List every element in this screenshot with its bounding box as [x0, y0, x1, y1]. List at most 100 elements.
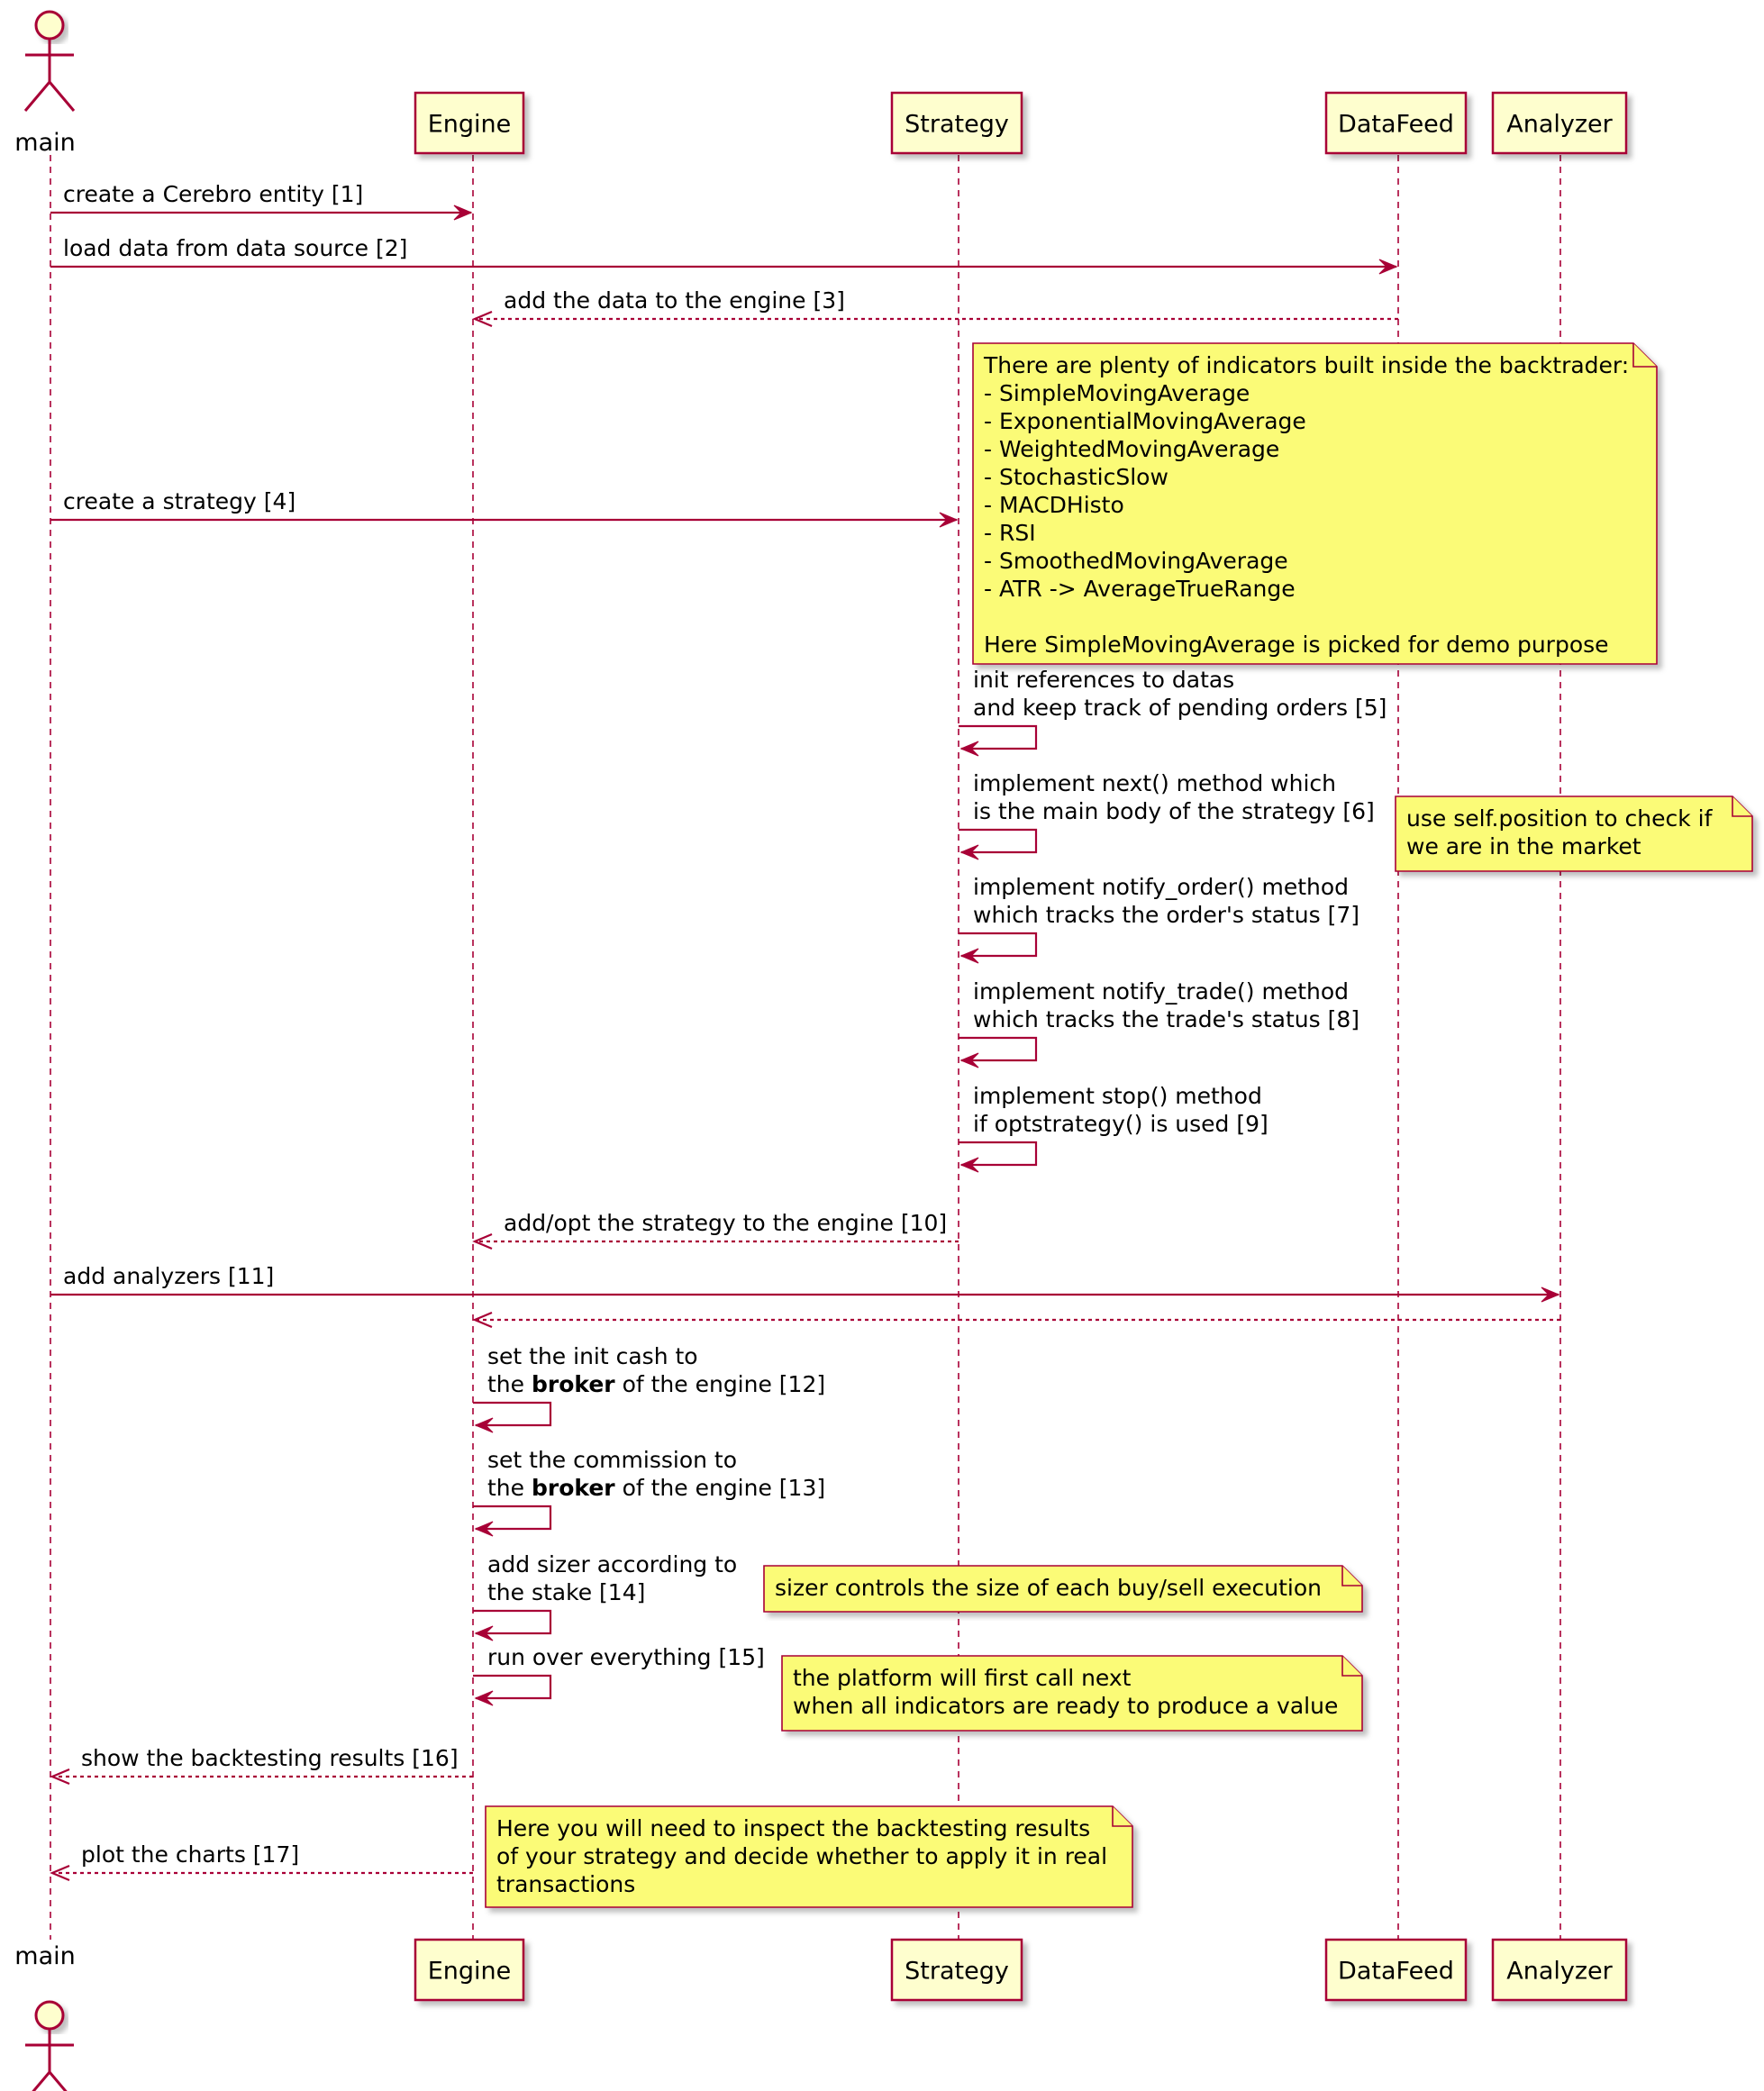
message-4: create a strategy [4]	[50, 488, 959, 528]
note-2-line: we are in the market	[1406, 833, 1641, 859]
note-5-fold	[1112, 1806, 1132, 1827]
message-5-label: init references to datas	[973, 667, 1234, 693]
message-14-arrow	[473, 1505, 552, 1531]
participant-engine-top: Engine	[414, 91, 525, 155]
note-1-line: - SimpleMovingAverage	[984, 380, 1250, 406]
note-3-fold	[1341, 1566, 1362, 1586]
message-6-arrow	[959, 828, 1038, 854]
note-5-body	[485, 1805, 1133, 1908]
message-10: add/opt the strategy to the engine [10]	[472, 1210, 959, 1250]
message-2-label: load data from data source [2]	[63, 235, 407, 261]
message-8-label: implement notify_trade() method	[973, 978, 1349, 1005]
participant-datafeed-bottom-box	[1324, 1938, 1468, 2002]
note-1-body	[972, 342, 1658, 665]
note-1: There are plenty of indicators built ins…	[972, 342, 1658, 665]
note-1-line: Here SimpleMovingAverage is picked for d…	[984, 632, 1609, 658]
message-18-label: plot the charts [17]	[81, 1841, 299, 1868]
participant-strategy-top-box	[890, 91, 1023, 155]
participant-strategy-bottom-label: Strategy	[905, 1958, 1009, 1986]
message-5-label: and keep track of pending orders [5]	[973, 695, 1387, 721]
note-5-line: Here you will need to inspect the backte…	[496, 1815, 1090, 1841]
note-5-line: of your strategy and decide whether to a…	[496, 1843, 1107, 1869]
message-3-label: add the data to the engine [3]	[504, 287, 845, 314]
note-2-fold	[1732, 796, 1752, 817]
message-10-label: add/opt the strategy to the engine [10]	[504, 1210, 947, 1236]
note-4-line: when all indicators are ready to produce…	[793, 1693, 1338, 1719]
actor-main-top-figure	[23, 10, 76, 112]
message-14-label: set the commission to	[487, 1447, 737, 1473]
note-3: sizer controls the size of each buy/sell…	[763, 1565, 1363, 1613]
message-16: run over everything [15]	[473, 1644, 765, 1706]
message-14-label: the broker of the engine [13]	[487, 1475, 825, 1501]
note-1-line: - WeightedMovingAverage	[984, 436, 1279, 462]
note-3-body	[763, 1565, 1363, 1613]
message-12	[472, 1311, 1560, 1329]
message-15-arrow	[473, 1609, 552, 1635]
participant-strategy-bottom-box	[890, 1938, 1023, 2002]
participant-engine-bottom: Engine	[414, 1938, 525, 2002]
participant-strategy-top-label: Strategy	[905, 111, 1009, 139]
participant-engine-bottom-label: Engine	[428, 1958, 512, 1986]
actor-main-bottom-label: main	[14, 1942, 75, 1970]
message-7-label: implement notify_order() method	[973, 874, 1349, 900]
participant-analyzer-bottom-label: Analyzer	[1506, 1958, 1613, 1986]
message-17: show the backtesting results [16]	[50, 1745, 473, 1786]
message-7-arrow	[959, 932, 1038, 958]
note-1-line: - RSI	[984, 520, 1036, 546]
participant-datafeed-top-box	[1324, 91, 1468, 155]
message-15-label: add sizer according to	[487, 1551, 737, 1577]
message-11-label: add analyzers [11]	[63, 1263, 274, 1289]
note-1-line: There are plenty of indicators built ins…	[983, 352, 1629, 378]
participant-engine-top-label: Engine	[428, 111, 512, 139]
note-5-line: transactions	[496, 1871, 635, 1897]
note-1-line: - MACDHisto	[984, 492, 1124, 518]
note-1-fold	[1632, 343, 1657, 368]
message-7-label: which tracks the order's status [7]	[973, 902, 1359, 928]
participant-analyzer-top-label: Analyzer	[1506, 111, 1613, 139]
note-4-fold	[1341, 1656, 1362, 1677]
participant-analyzer-bottom-box	[1491, 1938, 1628, 2002]
note-4-body	[781, 1655, 1363, 1732]
message-9-label: if optstrategy() is used [9]	[973, 1111, 1268, 1137]
participant-strategy-top: Strategy	[890, 91, 1023, 155]
message-1: create a Cerebro entity [1]	[50, 181, 473, 221]
message-11: add analyzers [11]	[50, 1263, 1560, 1303]
actor-main-top-label: main	[14, 129, 75, 157]
message-6-label: is the main body of the strategy [6]	[973, 798, 1375, 824]
participant-datafeed-bottom-label: DataFeed	[1338, 1958, 1454, 1986]
message-5-arrow	[959, 724, 1038, 750]
message-1-label: create a Cerebro entity [1]	[63, 181, 363, 207]
message-3: add the data to the engine [3]	[472, 287, 1398, 328]
note-3-line: sizer controls the size of each buy/sell…	[775, 1575, 1322, 1601]
message-13-label: the broker of the engine [12]	[487, 1371, 825, 1397]
note-4-line: the platform will first call next	[793, 1665, 1132, 1691]
message-8-label: which tracks the trade's status [8]	[973, 1006, 1359, 1032]
message-18: plot the charts [17]	[50, 1841, 473, 1882]
note-2-body	[1395, 795, 1753, 872]
message-6-label: implement next() method which	[973, 770, 1336, 796]
participant-datafeed-top-label: DataFeed	[1338, 111, 1454, 139]
message-13-arrow	[473, 1401, 552, 1427]
message-13-label: set the init cash to	[487, 1343, 698, 1369]
message-8-arrow	[959, 1036, 1038, 1062]
participant-analyzer-bottom: Analyzer	[1491, 1938, 1628, 2002]
message-17-label: show the backtesting results [16]	[81, 1745, 459, 1771]
note-2-line: use self.position to check if	[1406, 805, 1714, 832]
note-1-line: - StochasticSlow	[984, 464, 1168, 490]
participant-engine-top-box	[414, 91, 525, 155]
participant-datafeed-bottom: DataFeed	[1324, 1938, 1468, 2002]
message-16-label: run over everything [15]	[487, 1644, 765, 1670]
note-1-line: - ExponentialMovingAverage	[984, 408, 1306, 434]
note-5: Here you will need to inspect the backte…	[485, 1805, 1133, 1908]
participant-analyzer-top-box	[1491, 91, 1628, 155]
participant-engine-bottom-box	[414, 1938, 525, 2002]
